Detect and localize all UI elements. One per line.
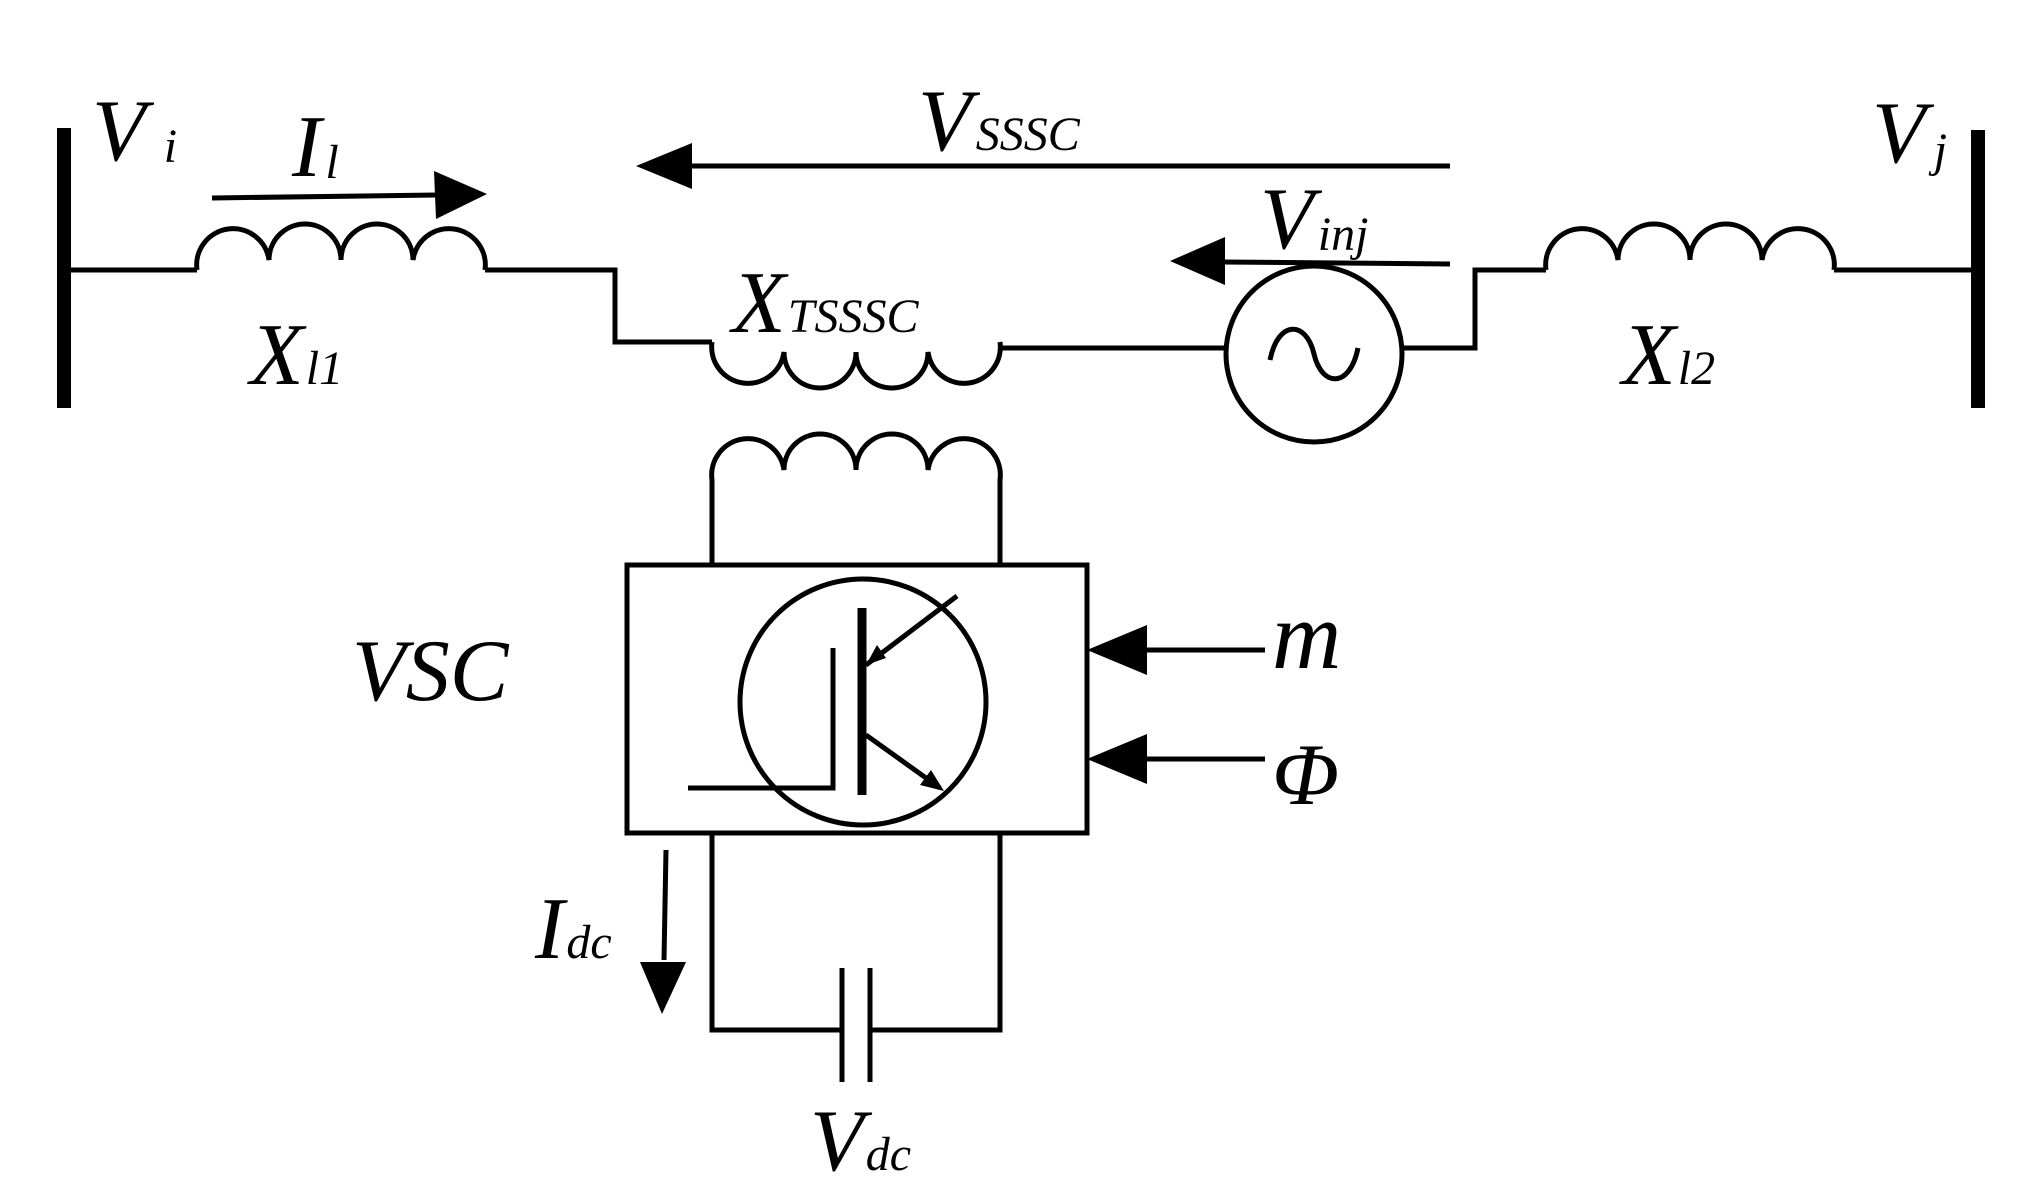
line-inductor-xl1	[64, 221, 712, 345]
arrow-phi	[1087, 734, 1265, 784]
label-idc: Idc	[534, 881, 612, 978]
label-vdc: Vdc	[810, 1093, 911, 1190]
dc-capacitor-circuit	[709, 833, 1003, 1082]
label-il: Il	[291, 99, 339, 196]
arrow-il	[211, 171, 487, 219]
label-xl1: Xl1	[247, 307, 343, 404]
label-xl2: Xl2	[1619, 307, 1715, 404]
vsc-box	[624, 562, 1090, 836]
ac-source	[1223, 263, 1405, 445]
label-vinj: Vinj	[1260, 171, 1368, 268]
line-inductor-xl2	[1402, 221, 1978, 351]
transformer-secondary-winding	[709, 431, 1003, 565]
arrow-idc	[640, 849, 686, 1014]
label-xtsssc: XTSSSC	[729, 255, 919, 352]
igbt-icon	[688, 576, 989, 828]
transformer-primary-winding	[709, 341, 1226, 391]
arrow-m	[1087, 625, 1265, 675]
arrow-vinj	[1170, 237, 1451, 285]
label-vsssc: VSSSC	[918, 73, 1081, 170]
label-m: m	[1272, 582, 1341, 689]
label-vsc: VSC	[352, 623, 510, 720]
arrow-vsssc	[636, 143, 1450, 189]
label-phi: Φ	[1272, 727, 1339, 824]
